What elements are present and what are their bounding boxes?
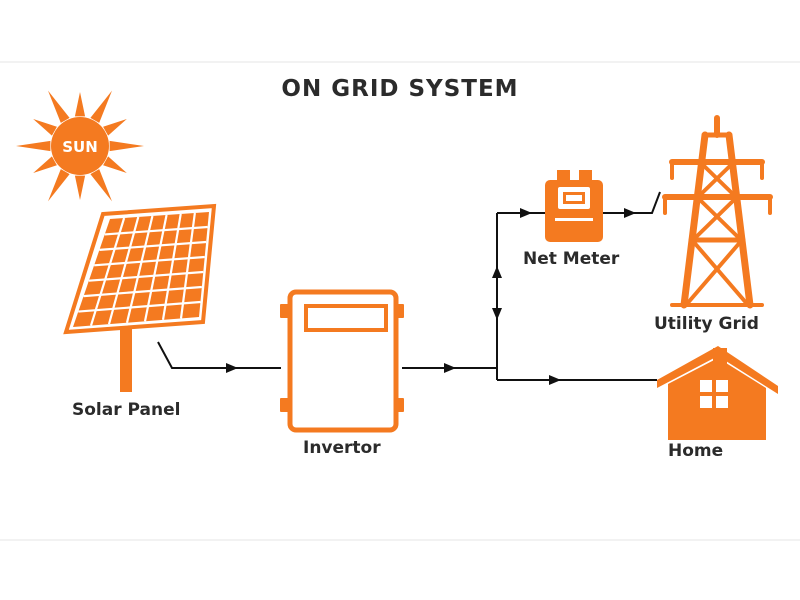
house-icon bbox=[657, 346, 778, 440]
arrow-down bbox=[492, 308, 502, 320]
arrow-to-home bbox=[549, 375, 561, 385]
net-meter-label: Net Meter bbox=[523, 249, 620, 269]
utility-grid-label: Utility Grid bbox=[654, 314, 759, 334]
arrow-up bbox=[492, 266, 502, 278]
invertor-label: Invertor bbox=[303, 438, 381, 458]
sun-icon: SUN bbox=[16, 90, 144, 202]
arrowheads bbox=[226, 208, 636, 385]
diagram-title: ON GRID SYSTEM bbox=[281, 76, 519, 102]
meter-to-grid-line bbox=[603, 191, 661, 214]
transmission-tower-icon bbox=[662, 115, 773, 309]
solar-panel-icon bbox=[63, 203, 217, 392]
sun-label: SUN bbox=[62, 138, 98, 156]
arrow-to-net-meter bbox=[520, 208, 532, 218]
panel-to-invertor-line bbox=[157, 341, 281, 369]
net-meter-icon bbox=[545, 170, 603, 242]
arrow-to-invertor bbox=[226, 363, 238, 373]
home-label: Home bbox=[668, 441, 724, 461]
invertor-icon bbox=[280, 289, 404, 433]
connections bbox=[157, 191, 661, 381]
solar-panel-label: Solar Panel bbox=[72, 400, 181, 420]
arrow-to-junction bbox=[444, 363, 456, 373]
arrow-to-grid bbox=[624, 208, 636, 218]
